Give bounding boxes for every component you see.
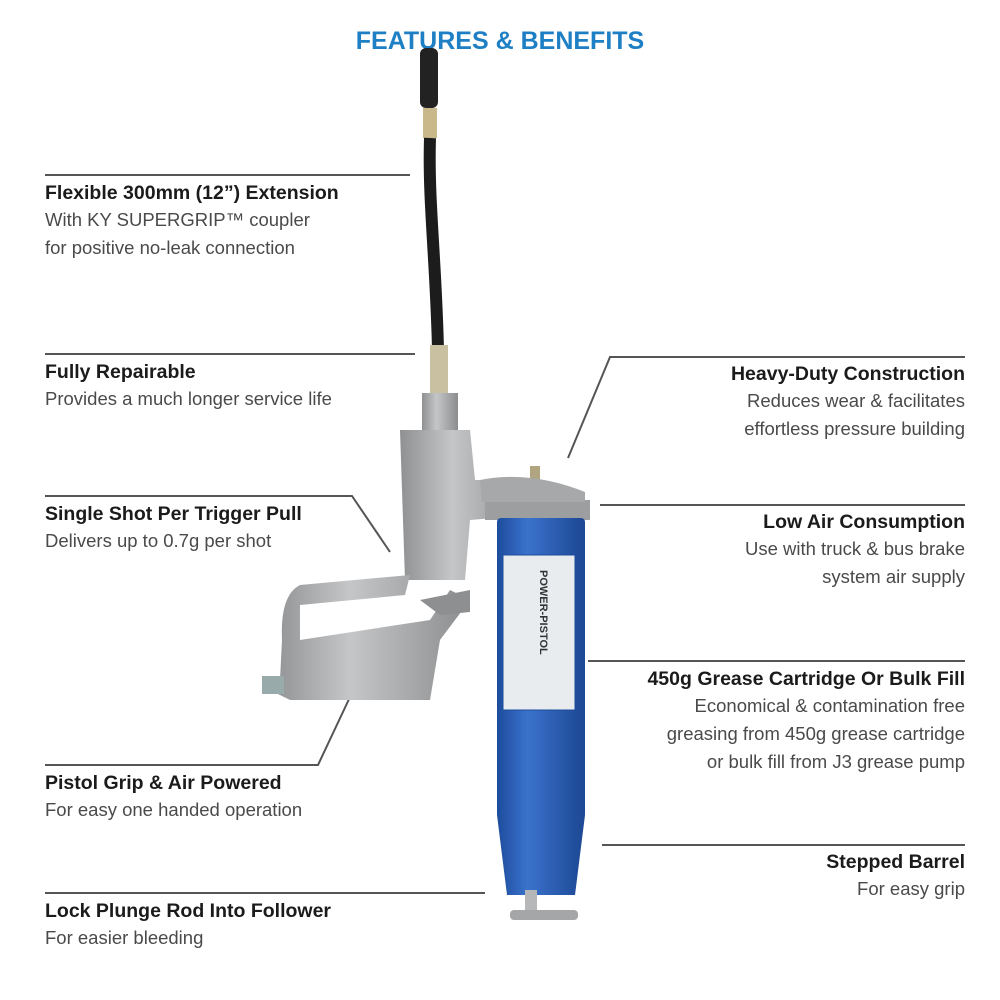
feature-fully-repairable: Fully Repairable Provides a much longer … — [45, 359, 332, 413]
feature-heading: Low Air Consumption — [763, 511, 965, 533]
feature-heading: Pistol Grip & Air Powered — [45, 772, 282, 794]
feature-heading: Single Shot Per Trigger Pull — [45, 503, 302, 525]
pistol-grip — [262, 575, 470, 700]
callout-line — [45, 495, 391, 553]
gun-head — [400, 393, 590, 580]
barrel-label: POWER-PISTOL — [537, 570, 549, 655]
callout-line — [45, 696, 351, 766]
feature-text: or bulk fill from J3 grease pump — [706, 751, 965, 772]
grease-barrel: POWER-PISTOL — [497, 518, 585, 920]
feature-text: system air supply — [822, 566, 965, 587]
feature-heavy-duty: Heavy-Duty Construction Reduces wear & f… — [731, 361, 965, 443]
page-title: FEATURES & BENEFITS — [355, 27, 645, 55]
feature-pistol-grip: Pistol Grip & Air Powered For easy one h… — [45, 770, 302, 824]
callout-line — [567, 356, 965, 459]
feature-text: Provides a much longer service life — [45, 388, 332, 409]
feature-text: Use with truck & bus brake — [744, 538, 965, 559]
feature-heading: Flexible 300mm (12”) Extension — [45, 182, 339, 204]
feature-text: Economical & contamination free — [694, 695, 965, 716]
feature-heading: Fully Repairable — [45, 361, 196, 383]
feature-heading: 450g Grease Cartridge Or Bulk Fill — [647, 668, 965, 690]
feature-heading: Stepped Barrel — [826, 851, 965, 873]
feature-text: effortless pressure building — [744, 418, 965, 439]
feature-text: For easy one handed operation — [45, 799, 303, 820]
feature-heading: Lock Plunge Rod Into Follower — [45, 900, 331, 922]
feature-stepped-barrel: Stepped Barrel For easy grip — [826, 849, 965, 903]
feature-text: Reduces wear & facilitates — [747, 390, 965, 411]
feature-heading: Heavy-Duty Construction — [730, 363, 965, 385]
feature-low-air: Low Air Consumption Use with truck & bus… — [745, 509, 965, 591]
callout-lines — [45, 174, 965, 894]
feature-text: With KY SUPERGRIP™ coupler — [45, 209, 310, 230]
feature-text: For easy grip — [857, 878, 965, 899]
feature-text: For easier bleeding — [45, 927, 204, 948]
feature-single-shot: Single Shot Per Trigger Pull Delivers up… — [45, 501, 302, 555]
feature-lock-plunge-rod: Lock Plunge Rod Into Follower For easier… — [45, 898, 331, 952]
feature-text: Delivers up to 0.7g per shot — [45, 530, 272, 551]
feature-text: for positive no-leak connection — [45, 237, 295, 258]
flexible-hose — [420, 48, 448, 395]
feature-flexible-extension: Flexible 300mm (12”) Extension With KY S… — [45, 180, 339, 262]
feature-grease-cartridge: 450g Grease Cartridge Or Bulk Fill Econo… — [647, 666, 965, 776]
feature-text: greasing from 450g grease cartridge — [666, 723, 965, 744]
